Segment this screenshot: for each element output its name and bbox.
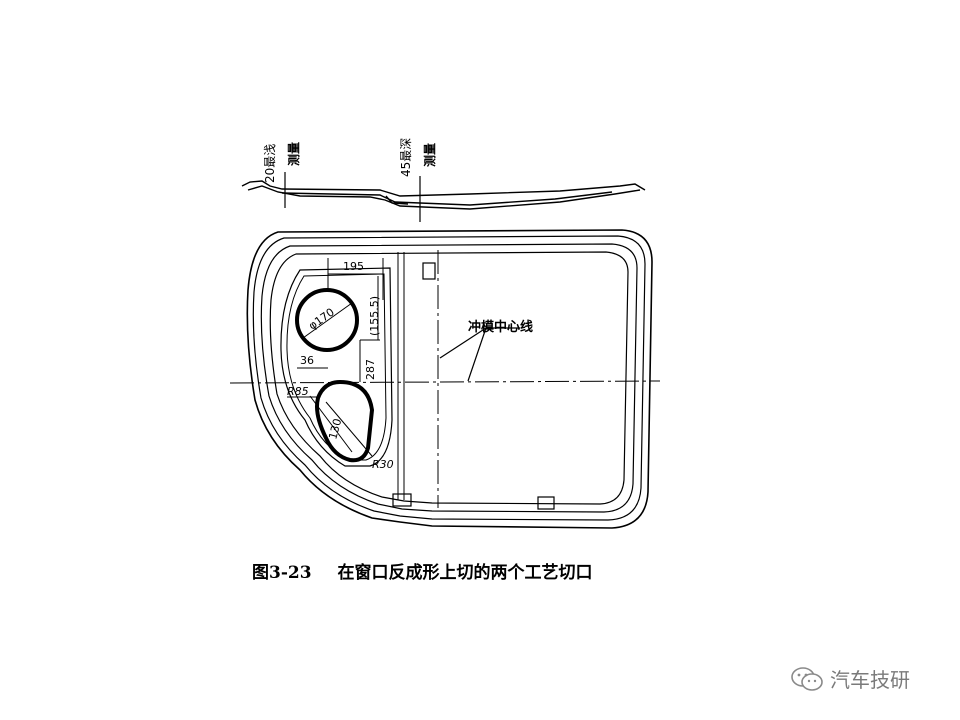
svg-text:20最浅: 20最浅: [263, 144, 277, 183]
punch-centerline-leaders: [439, 327, 520, 382]
radius-85-label: R85: [287, 385, 309, 398]
svg-text:测量: 测量: [422, 143, 437, 167]
wechat-icon: [791, 666, 823, 691]
radius-30-inner-label: 130: [326, 417, 344, 441]
deepest-label: 45最深 测量: [399, 138, 437, 177]
offset-36-label: 36: [300, 354, 314, 367]
svg-text:45最深: 45最深: [399, 138, 413, 177]
width-195-label: 195: [343, 260, 364, 273]
notches: [392, 262, 555, 510]
punch-centerline-label: 冲模中心线: [468, 319, 533, 335]
height-287-label: 287: [364, 359, 377, 380]
caption-number: 图3-23: [252, 563, 312, 583]
svg-text:测量: 测量: [286, 142, 301, 166]
watermark: 汽车技研: [790, 664, 910, 693]
round-cutout: [295, 288, 359, 352]
watermark-text: 汽车技研: [830, 668, 910, 692]
center-lines: [229, 250, 661, 508]
diameter-170-label: φ170: [306, 306, 337, 333]
radius-30-label: R30: [372, 458, 394, 471]
teardrop-cutout: [309, 379, 375, 463]
caption-text: 在窗口反成形上切的两个工艺切口: [337, 563, 593, 583]
height-155-label: (155.5): [368, 296, 381, 336]
door-panel-outline: [246, 229, 653, 529]
shallowest-label: 20最浅 测量: [263, 142, 301, 183]
figure-caption: 图3-23 在窗口反成形上切的两个工艺切口: [252, 558, 592, 583]
cross-section-view: [241, 180, 646, 210]
dimension-lines: [297, 258, 384, 382]
section-markers: [284, 172, 421, 222]
